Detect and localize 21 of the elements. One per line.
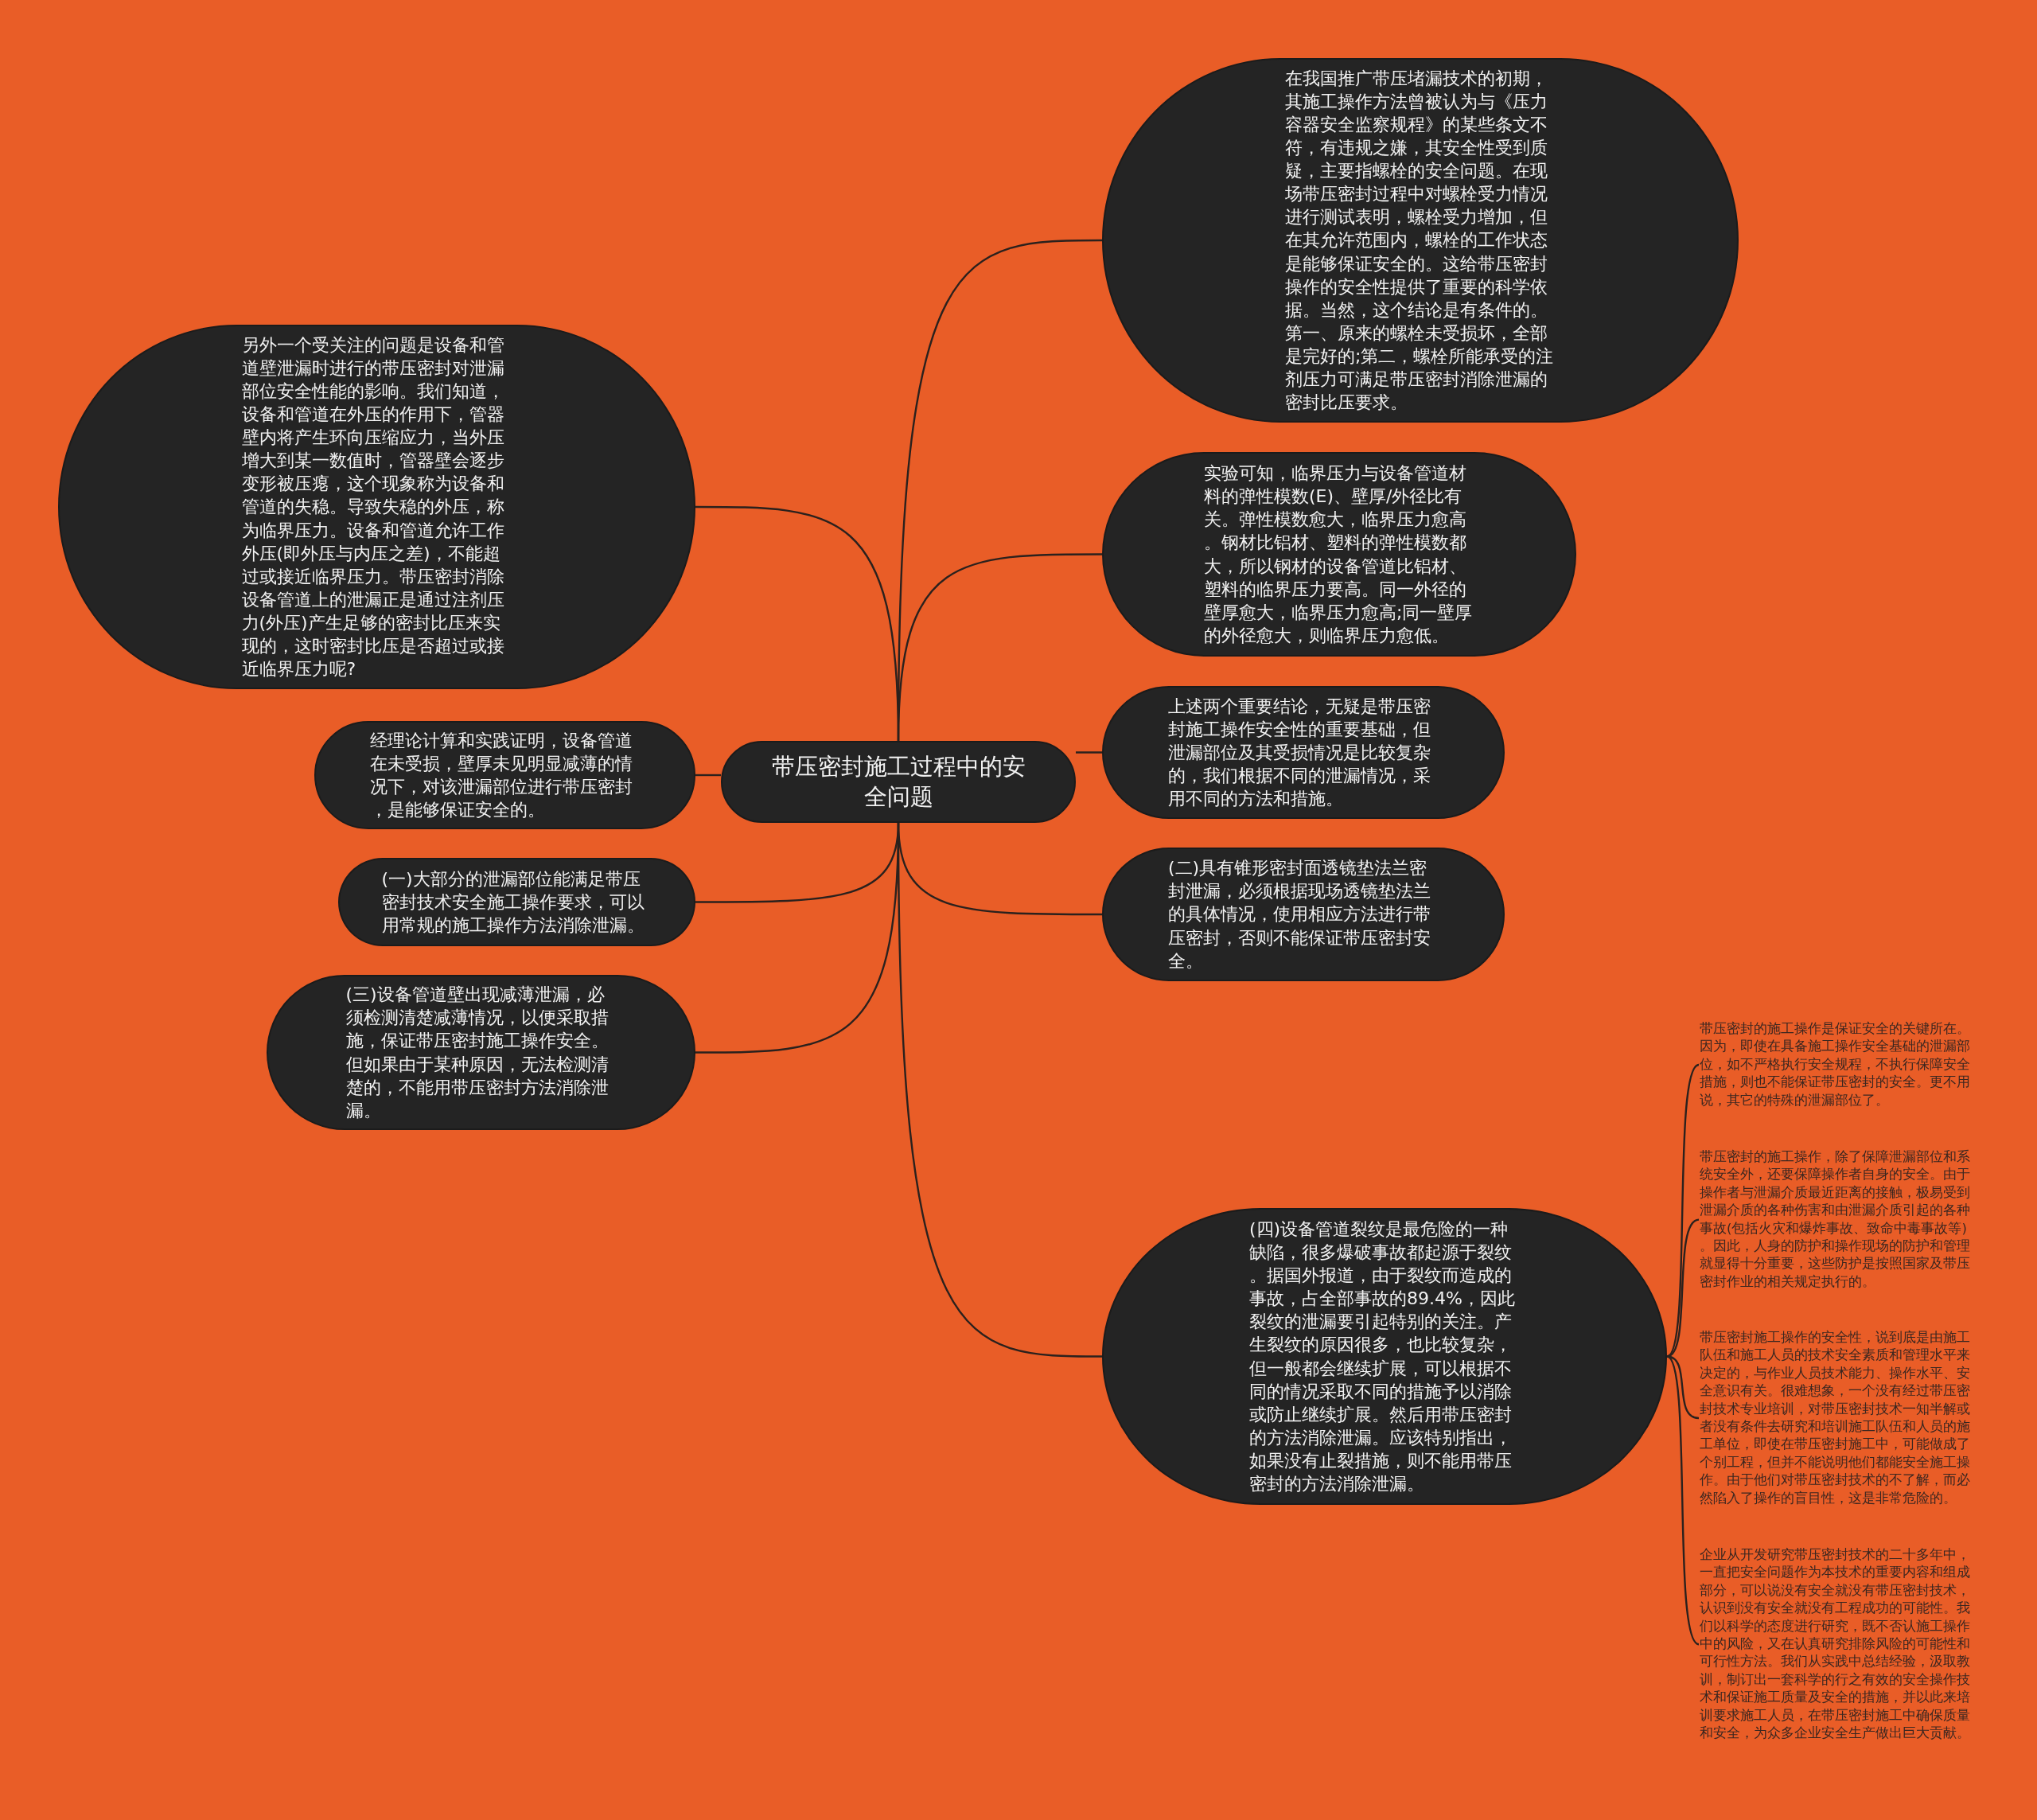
- topic-text: 上述两个重要结论，无疑是带压密封施工操作安全性的重要基础，但泄漏部位及其受损情况是比较复杂的，我们根据不同的泄漏情况，采用不同的方法和措施。: [1168, 695, 1431, 811]
- note-text: 带压密封施工操作的安全性，说到底是由施工队伍和施工人员的技术安全素质和管理水平来决定的，与作业人员技术能力、操作水平、安全意识有关。很难想象，一个没有经过带压密封技术专业培训，对带压密封技术一知半解或者没有条件去研究和培训施工队伍和人员的施工单位，即使在带压密封施工中，可能做成了个别工程，但并不能说明他们都能安全施工操作。由于他们对带压密封技术的不了解，而必然陷入了操作的盲目性，这是非常危险的。: [1700, 1329, 1980, 1508]
- connector-line: [695, 774, 721, 777]
- topic-text: (三)设备管道壁出现减薄泄漏，必须检测清楚减薄情况，以便采取措施，保证带压密封施工操作安全。但如果由于某种原因，无法检测清楚的，不能用带压密封方法消除泄漏。: [345, 984, 610, 1122]
- topic-text: 经理论计算和实践证明，设备管道在未受损，壁厚未见明显减薄的情况下，对该泄漏部位进行带压密封，是能够保证安全的。: [369, 729, 633, 822]
- topic-text: 另外一个受关注的问题是设备和管道壁泄漏时进行的带压密封对泄漏部位安全性能的影响。我们知道，设备和管道在外压的作用下，管器壁内将产生环向压缩应力，当外压增大到某一数值时，管器壁会逐步变形被压瘪，这个现象称为设备和管道的失稳。导致失稳的外压，称为临界压力。设备和管道允许工作外压(即外压与内压之差)，不能超过或接近临界压力。带压密封消除设备管道上的泄漏正是通过注剂压力(外压)产生足够的密封比压来实现的，这时密封比压是否超过或接近临界压力呢?: [241, 334, 505, 680]
- note-text: 带压密封的施工操作是保证安全的关键所在。因为，即使在具备施工操作安全基础的泄漏部位，如不严格执行安全规程，不执行保障安全措施，则也不能保证带压密封的安全。更不用说，其它的特殊的泄漏部位了。: [1700, 1020, 1980, 1110]
- topic-text: 在我国推广带压堵漏技术的初期，其施工操作方法曾被认为与《压力容器安全监察规程》的某些条文不符，有违规之嫌，其安全性受到质疑，主要指螺栓的安全问题。在现场带压密封过程中对螺栓受力情况进行测试表明，螺栓受力增加，但在其允许范围内，螺栓的工作状态是能够保证安全的。这给带压密封操作的安全性提供了重要的科学依据。当然，这个结论是有条件的。第一、原来的螺栓未受损坏，全部是完好的;第二，螺栓所能承受的注剂压力可满足带压密封消除泄漏的密封比压要求。: [1285, 68, 1555, 414]
- connector-line: [1666, 1355, 1700, 1420]
- topic-text: (二)具有锥形密封面透镜垫法兰密封泄漏，必须根据现场透镜垫法兰的具体情况，使用相应方法进行带压密封，否则不能保证带压密封安全。: [1168, 857, 1431, 972]
- connector-line: [1666, 1355, 1700, 1646]
- topic-text: (一)大部分的泄漏部位能满足带压密封技术安全施工操作要求，可以用常规的施工操作方法消除泄漏。: [381, 867, 645, 937]
- connector-line: [695, 505, 900, 742]
- topic-text: 实验可知，临界压力与设备管道材料的弹性模数(E)、壁厚/外径比有关。弹性模数愈大，临界压力愈高。钢材比铝材、塑料的弹性模数都大，所以钢材的设备管道比铝材、塑料的临界压力要高。同一外径的壁厚愈大，临界压力愈高;同一壁厚的外径愈大，则临界压力愈低。: [1204, 462, 1474, 647]
- connector-line: [1076, 751, 1102, 754]
- connector-line: [1666, 1064, 1700, 1358]
- note-text: 带压密封的施工操作，除了保障泄漏部位和系统安全外，还要保障操作者自身的安全。由于操作者与泄漏介质最近距离的接触，极易受到泄漏介质的各种伤害和由泄漏介质引起的各种事故(包括火灾和爆炸事故、致命中毒事故等)。因此，人身的防护和操作现场的防护和管理就显得十分重要，这些防护是按照国家及带压密封作业的相关规定执行的。: [1700, 1148, 1980, 1292]
- central-topic-text: 带压密封施工过程中的安全问题: [770, 751, 1026, 812]
- topic-text: (四)设备管道裂纹是最危险的一种缺陷，很多爆破事故都起源于裂纹。据国外报道，由于裂纹而造成的事故，占全部事故的89.4%，因此裂纹的泄漏要引起特别的关注。产生裂纹的原因很多，也比较复杂，但一般都会继续扩展，可以根据不同的情况采取不同的措施予以消除或防止继续扩展。然后用带压密封的方法消除泄漏。应该特别指出，如果没有止裂措施，则不能用带压密封的方法消除泄漏。: [1249, 1218, 1516, 1495]
- connector-line: [695, 822, 900, 1054]
- note-text: 企业从开发研究带压密封技术的二十多年中，一直把安全问题作为本技术的重要内容和组成部分，可以说没有安全就没有带压密封技术，认识到没有安全就没有工程成功的可能性。我们以科学的态度进行研究，既不否认施工操作中的风险，又在认真研究排除风险的可能性和可行性方法。我们从实践中总结经验，汲取教训，制订出一套科学的行之有效的安全操作技术和保证施工质量及安全的措施，并以此来培训要求施工人员，在带压密封施工中确保质量和安全，为众多企业安全生产做出巨大贡献。: [1700, 1546, 1980, 1743]
